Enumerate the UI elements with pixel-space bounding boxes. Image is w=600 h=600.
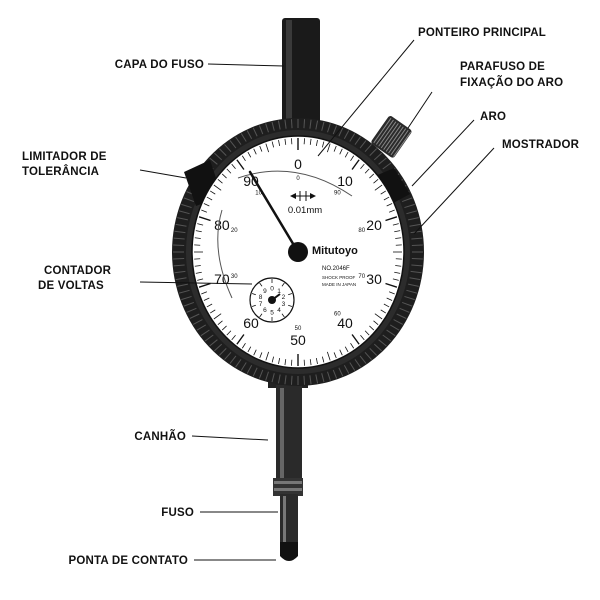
dial-number-30: 30 [366, 271, 382, 287]
counter-number-4: 4 [277, 307, 281, 314]
counter-number-0: 0 [270, 286, 274, 293]
dial-number-0: 0 [294, 156, 302, 172]
label-canhao: CANHÃO [134, 430, 186, 443]
dial-inner-number-30: 30 [231, 274, 238, 280]
main-pointer-hub [288, 242, 308, 262]
dial-inner-number-90: 90 [334, 190, 341, 196]
dial-inner-arc-left [217, 209, 233, 299]
dial-number-90: 90 [243, 173, 259, 189]
dial-note-made: MADE IN JAPAN [322, 282, 356, 287]
leader-lines [139, 39, 495, 561]
label-parafuso-line2: FIXAÇÃO DO ARO [460, 76, 563, 89]
counter-number-1: 1 [277, 288, 281, 295]
dial-number-50: 50 [290, 332, 306, 348]
dial-inner-number-20: 20 [231, 228, 238, 234]
contact-point [280, 542, 298, 561]
spindle [280, 494, 298, 544]
dial-inner-number-60: 60 [334, 312, 341, 318]
label-limitador-line1: LIMITADOR DE [22, 151, 107, 163]
label-contador-line1: CONTADOR [44, 265, 112, 277]
resolution-marker [290, 191, 316, 201]
counter-number-5: 5 [270, 310, 274, 317]
dial-inner-number-50: 50 [295, 326, 302, 332]
counter-number-8: 8 [259, 294, 263, 301]
dial-number-40: 40 [337, 315, 353, 331]
dial-number-10: 10 [337, 173, 353, 189]
bezel-clamp-screw [371, 116, 412, 158]
counter-number-2: 2 [282, 294, 286, 301]
main-pointer [248, 170, 300, 254]
dial-ticks [194, 138, 402, 366]
counter-number-9: 9 [263, 288, 267, 295]
dial-note-shock: SHOCK PROOF [322, 275, 356, 280]
label-contador-line2: DE VOLTAS [38, 280, 104, 292]
label-parafuso-line1: PARAFUSO DE [460, 61, 545, 73]
dial-inner-number-80: 80 [358, 228, 365, 234]
label-limitador-line2: TOLERÂNCIA [22, 165, 99, 178]
label-ponta-de-contato: PONTA DE CONTATO [69, 555, 188, 567]
dial-number-20: 20 [366, 217, 382, 233]
dial-number-60: 60 [243, 315, 259, 331]
stem-barrel [268, 368, 308, 496]
label-mostrador: MOSTRADOR [502, 139, 580, 151]
brand-logo: Mitutoyo [312, 245, 358, 257]
label-aro: ARO [480, 111, 506, 123]
dial-inner-number-0: 0 [296, 176, 300, 182]
dial-number-70: 70 [214, 271, 230, 287]
counter-number-3: 3 [282, 301, 286, 308]
dial-inner-number-70: 70 [358, 274, 365, 280]
dial-inner-number-10: 10 [255, 190, 262, 196]
counter-number-7: 7 [259, 301, 263, 308]
label-capa-do-fuso: CAPA DO FUSO [115, 59, 204, 71]
dial-number-80: 80 [214, 217, 230, 233]
counter-pointer-hub [268, 296, 276, 304]
label-fuso: FUSO [161, 507, 194, 519]
label-ponteiro-principal: PONTEIRO PRINCIPAL [418, 27, 546, 39]
counter-number-6: 6 [263, 307, 267, 314]
model-number: NO.2046F [322, 266, 350, 272]
resolution-text: 0.01mm [288, 205, 322, 216]
